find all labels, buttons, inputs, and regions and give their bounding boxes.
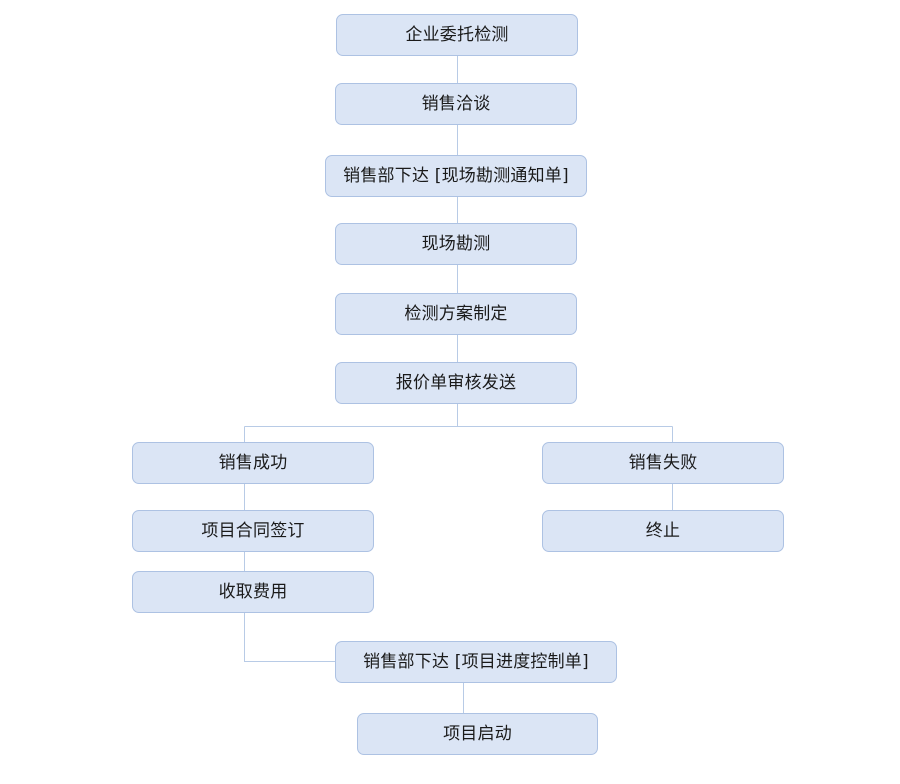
node-collect-fee[interactable]: 收取费用 — [132, 571, 374, 613]
node-sales-failure[interactable]: 销售失败 — [542, 442, 784, 484]
node-label: 收取费用 — [218, 581, 288, 602]
node-quotation-review-send[interactable]: 报价单审核发送 — [335, 362, 577, 404]
node-label: 现场勘测 — [421, 233, 491, 254]
node-terminate[interactable]: 终止 — [542, 510, 784, 552]
node-sales-negotiation[interactable]: 销售洽谈 — [335, 83, 577, 125]
node-label: 项目启动 — [443, 723, 512, 744]
node-project-contract-signing[interactable]: 项目合同签订 — [132, 510, 374, 552]
node-label: 检测方案制定 — [404, 303, 508, 324]
node-sales-success[interactable]: 销售成功 — [132, 442, 374, 484]
node-site-survey[interactable]: 现场勘测 — [335, 223, 577, 265]
node-label: 销售洽谈 — [421, 93, 491, 114]
node-enterprise-commission-test[interactable]: 企业委托检测 — [336, 14, 578, 56]
node-test-plan-formulation[interactable]: 检测方案制定 — [335, 293, 577, 335]
node-sales-dept-site-survey-notice[interactable]: 销售部下达 [现场勘测通知单] — [325, 155, 587, 197]
node-label: 销售失败 — [628, 452, 698, 473]
node-label: 终止 — [645, 520, 681, 541]
connector-n11-n12 — [243, 613, 335, 663]
node-label: 项目合同签订 — [201, 520, 305, 541]
node-label: 报价单审核发送 — [395, 372, 517, 393]
node-sales-dept-project-progress-control[interactable]: 销售部下达 [项目进度控制单] — [335, 641, 617, 683]
node-project-kickoff[interactable]: 项目启动 — [357, 713, 598, 755]
node-label: 销售成功 — [218, 452, 288, 473]
node-label: 销售部下达 [项目进度控制单] — [363, 651, 589, 672]
node-label: 企业委托检测 — [405, 24, 509, 45]
node-label: 销售部下达 [现场勘测通知单] — [343, 165, 569, 186]
